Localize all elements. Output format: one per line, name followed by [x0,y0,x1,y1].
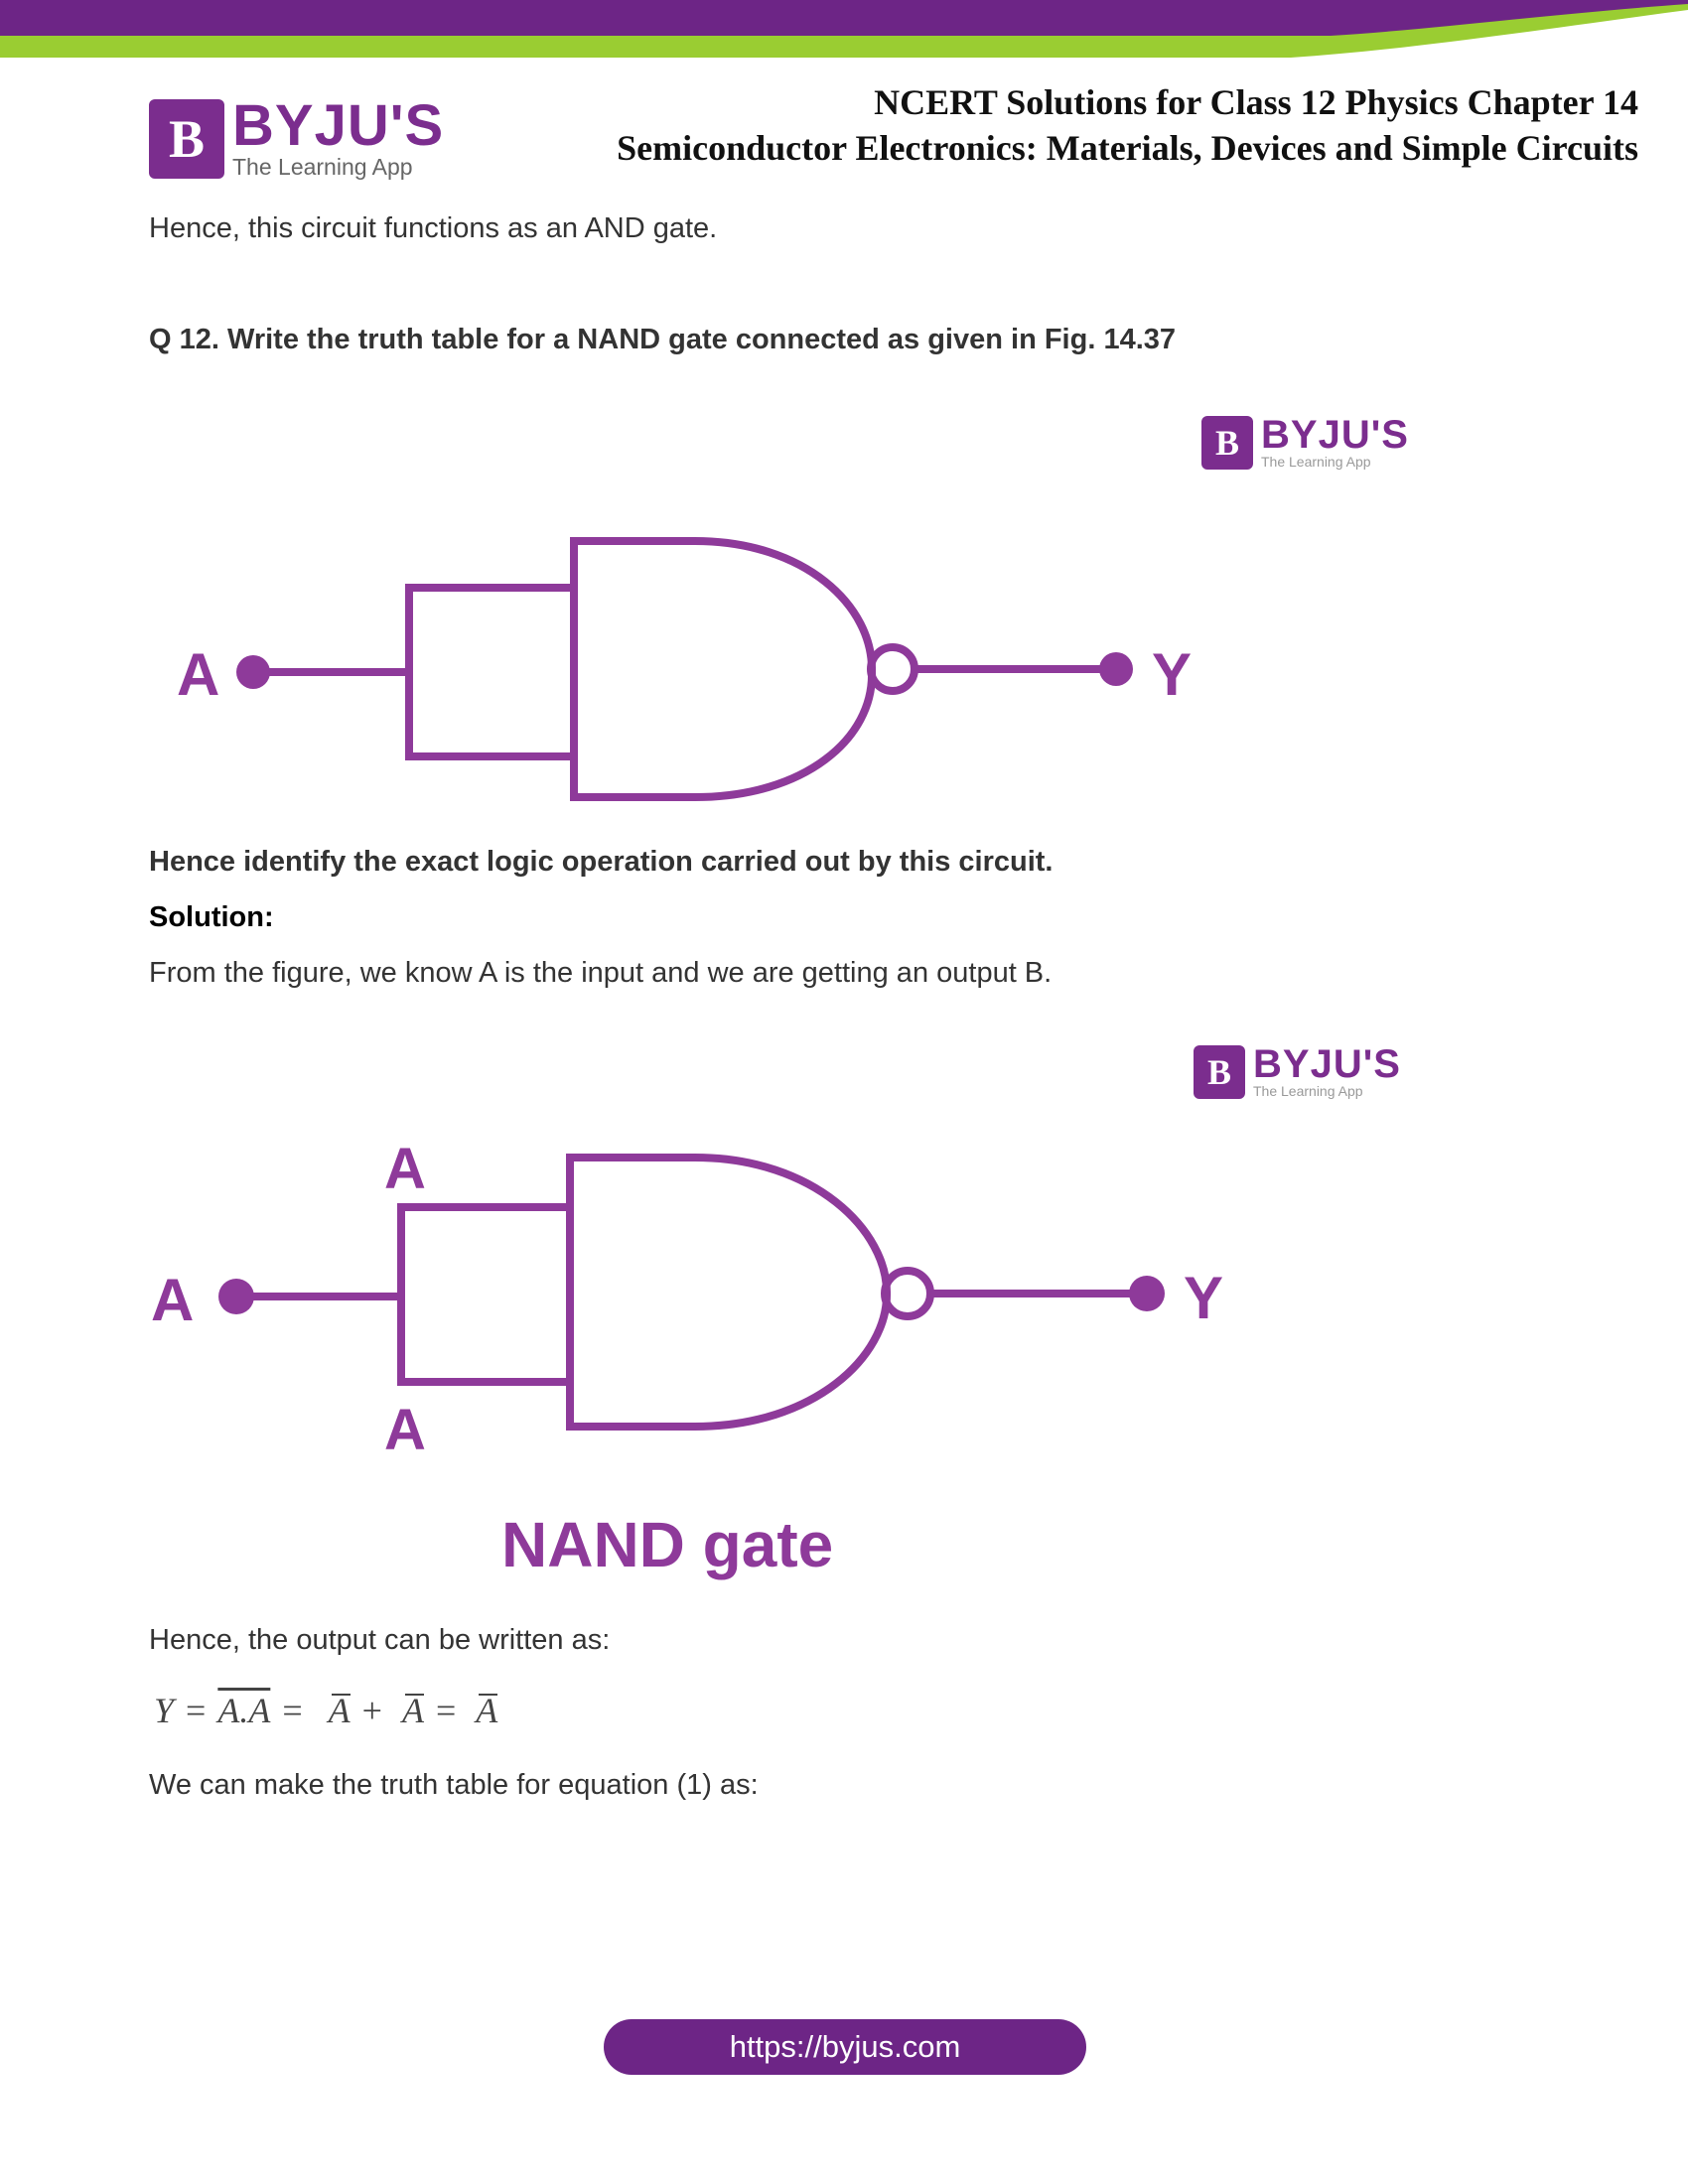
equation-a-bar: A [476,1691,498,1730]
watermark-logo-letter: B [1201,415,1253,470]
figure-caption: NAND gate [501,1509,833,1580]
bottom-input-a-label: A [384,1398,426,1462]
input-a-terminal [218,1279,254,1314]
watermark-logo-brand: BYJU'S [1253,1042,1401,1086]
logo-letter: B [149,98,224,179]
watermark-logo-tagline: The Learning App [1261,454,1371,470]
question-text: Q 12. Write the truth table for a NAND g… [149,324,1177,355]
equation-a-bar: A [401,1691,424,1730]
identify-text: Hence identify the exact logic operation… [149,846,1054,878]
equation-a-bar: A [328,1691,351,1730]
title-line-2: Semiconductor Electronics: Materials, De… [617,128,1638,168]
nand-gate-circuit-figure: A Y [177,537,1192,801]
output-y-label: Y [1184,1265,1223,1331]
top-input-a-label: A [384,1137,426,1201]
input-a-label: A [151,1267,194,1333]
output-intro-text: Hence, the output can be written as: [149,1624,611,1656]
equation-term-a-dot-a: A.A [217,1691,271,1730]
input-a-terminal [236,655,270,689]
output-y-terminal [1129,1276,1165,1311]
watermark-logo-tagline: The Learning App [1253,1083,1363,1099]
output-equation: Y = A.A = A + A = A [154,1690,498,1731]
truth-table-intro-text: We can make the truth table for equation… [149,1769,759,1801]
top-color-band [0,0,1688,60]
solution-text: From the figure, we know A is the input … [149,957,1053,989]
logo-tagline: The Learning App [232,154,413,180]
equation-lhs: Y [154,1691,175,1730]
input-a-label: A [177,641,219,708]
page-title: NCERT Solutions for Class 12 Physics Cha… [447,79,1638,171]
equals-sign: = [282,1691,303,1730]
footer-url-link[interactable]: https://byjus.com [604,2019,1086,2075]
equals-sign: = [435,1691,457,1730]
watermark-logo-brand: BYJU'S [1261,413,1409,457]
byjus-watermark-logo: B BYJU'S The Learning App [1201,415,1409,470]
nand-gate-labelled-figure: A Y A A NAND gate [151,1137,1223,1580]
plus-sign: + [361,1691,382,1730]
intro-text: Hence, this circuit functions as an AND … [149,212,718,244]
watermark-logo-letter: B [1194,1044,1245,1099]
solution-label: Solution: [149,901,274,933]
output-y-terminal [1099,652,1133,686]
logo-brand: BYJU'S [232,93,445,158]
byjus-watermark-logo-2: B BYJU'S The Learning App [1194,1044,1401,1099]
byjus-logo[interactable]: B BYJU'S The Learning App [149,97,444,180]
equals-sign: = [186,1691,207,1730]
output-y-label: Y [1152,641,1192,708]
title-line-1: NCERT Solutions for Class 12 Physics Cha… [874,82,1638,122]
